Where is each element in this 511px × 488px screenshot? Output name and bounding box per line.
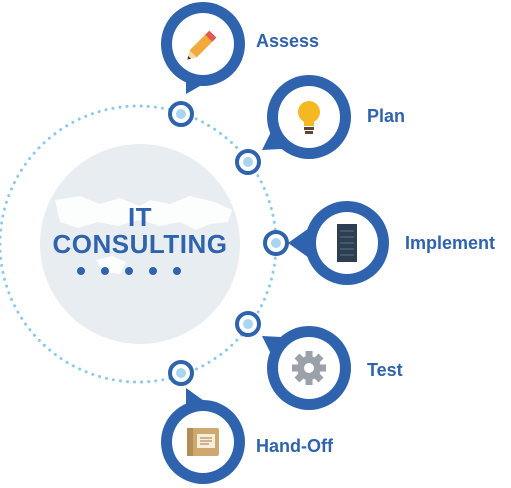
step-label-hand-off: Hand-Off bbox=[256, 436, 333, 456]
ring-node-test bbox=[235, 311, 261, 337]
center-dots bbox=[77, 267, 181, 275]
pencil-icon bbox=[187, 30, 217, 60]
center-title-line2: CONSULTING bbox=[52, 229, 228, 259]
folder-document-icon bbox=[187, 428, 219, 456]
step-badge-plan bbox=[262, 75, 351, 159]
center-disc bbox=[40, 144, 240, 344]
step-label-implement: Implement bbox=[405, 233, 496, 253]
step-label-plan: Plan bbox=[367, 106, 406, 126]
step-label-test: Test bbox=[367, 360, 403, 380]
server-icon bbox=[337, 224, 357, 262]
ring-node-assess bbox=[168, 101, 194, 127]
step-badge-test bbox=[262, 326, 351, 410]
step-badge-assess bbox=[161, 2, 245, 94]
step-badge-hand-off bbox=[161, 388, 245, 484]
step-label-assess: Assess bbox=[256, 31, 320, 51]
world-map-silhouette bbox=[55, 196, 232, 274]
step-badge-implement bbox=[288, 201, 389, 285]
lightbulb-icon bbox=[298, 101, 320, 134]
ring-node-plan bbox=[235, 149, 261, 175]
ring-node-hand-off bbox=[168, 360, 194, 386]
center-title-line1: IT bbox=[127, 202, 153, 232]
ring-node-implement bbox=[263, 230, 289, 256]
gear-icon bbox=[292, 351, 326, 385]
